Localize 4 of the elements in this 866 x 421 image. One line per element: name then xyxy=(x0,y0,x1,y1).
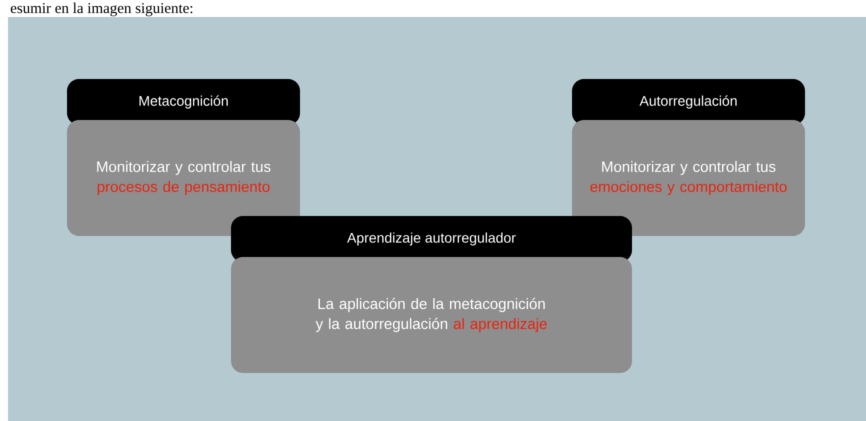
description-box: Monitorizar y controlar tus procesos de pensamiento xyxy=(67,120,300,236)
description-box: La aplicación de la metacognición y la autorregulación al aprendizaje xyxy=(231,257,632,373)
description-box: Monitorizar y controlar tus emociones y comportamiento xyxy=(572,120,805,236)
heading-text: esumir en la imagen siguiente: xyxy=(10,2,192,16)
